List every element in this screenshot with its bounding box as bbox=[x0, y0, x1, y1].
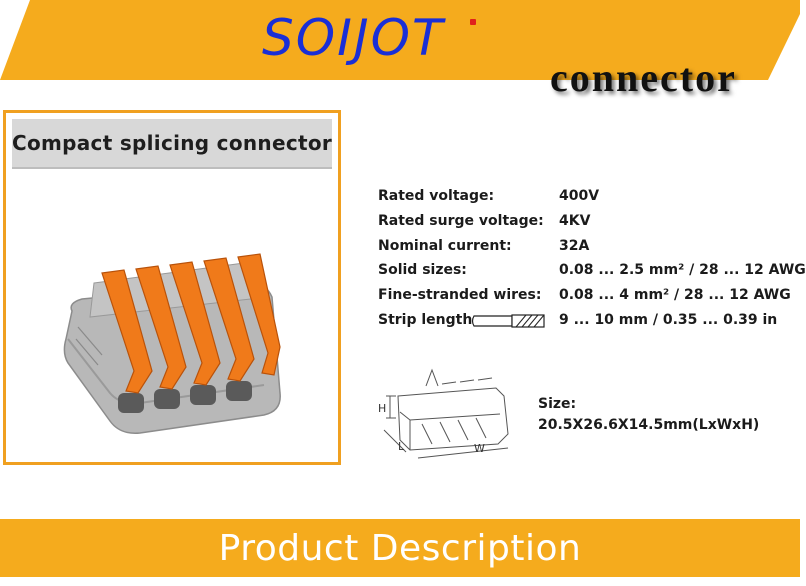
spec-row: Rated voltage: 400V bbox=[378, 188, 798, 213]
spec-label: Rated surge voltage: bbox=[378, 212, 544, 229]
brand-logo-dot bbox=[470, 19, 476, 25]
stripped-wire-icon bbox=[471, 314, 545, 328]
spec-value: 9 ... 10 mm / 0.35 ... 0.39 in bbox=[559, 311, 778, 328]
spec-value: 0.08 ... 4 mm² / 28 ... 12 AWG bbox=[559, 287, 791, 304]
header-banner: SOIJOT connector bbox=[0, 0, 800, 100]
spec-row: Strip length: 9 ... 10 mm / 0.35 ... 0.3… bbox=[378, 312, 798, 337]
banner-shape bbox=[0, 0, 800, 80]
spec-value: 32A bbox=[559, 237, 590, 254]
spec-label: Nominal current: bbox=[378, 237, 512, 254]
footer-banner: Product Description bbox=[0, 519, 800, 577]
connector-product-image bbox=[63, 253, 281, 434]
spec-table: Rated voltage: 400V Rated surge voltage:… bbox=[378, 188, 806, 337]
spec-row: Fine-stranded wires: 0.08 ... 4 mm² / 28… bbox=[378, 287, 798, 312]
dimension-drawing: H L W bbox=[378, 368, 509, 459]
spec-label: Strip length: bbox=[378, 311, 478, 328]
brand-logo: SOIJOT bbox=[262, 9, 445, 67]
product-card: Compact splicing connector bbox=[3, 110, 341, 465]
spec-value: 0.08 ... 2.5 mm² / 28 ... 12 AWG bbox=[559, 262, 806, 279]
width-dimension-label: W bbox=[474, 442, 485, 455]
spec-value: 4KV bbox=[559, 212, 591, 229]
spec-value: 400V bbox=[559, 188, 600, 204]
spec-row: Solid sizes: 0.08 ... 2.5 mm² / 28 ... 1… bbox=[378, 262, 806, 287]
product-card-title: Compact splicing connector bbox=[11, 131, 333, 155]
spec-label: Fine-stranded wires: bbox=[378, 287, 542, 304]
length-dimension-label: L bbox=[398, 440, 405, 453]
height-dimension-label: H bbox=[378, 402, 386, 415]
page-subtitle: connector bbox=[550, 55, 737, 100]
spec-row: Rated surge voltage: 4KV bbox=[378, 213, 798, 238]
spec-row: Nominal current: 32A bbox=[378, 238, 798, 263]
size-value: 20.5X26.6X14.5mm(LxWxH) bbox=[538, 417, 760, 433]
spec-label: Rated voltage: bbox=[378, 188, 495, 204]
size-label: Size: bbox=[538, 396, 577, 412]
footer-title: Product Description bbox=[218, 527, 582, 569]
product-card-header: Compact splicing connector bbox=[12, 119, 332, 169]
spec-label: Solid sizes: bbox=[378, 262, 467, 279]
